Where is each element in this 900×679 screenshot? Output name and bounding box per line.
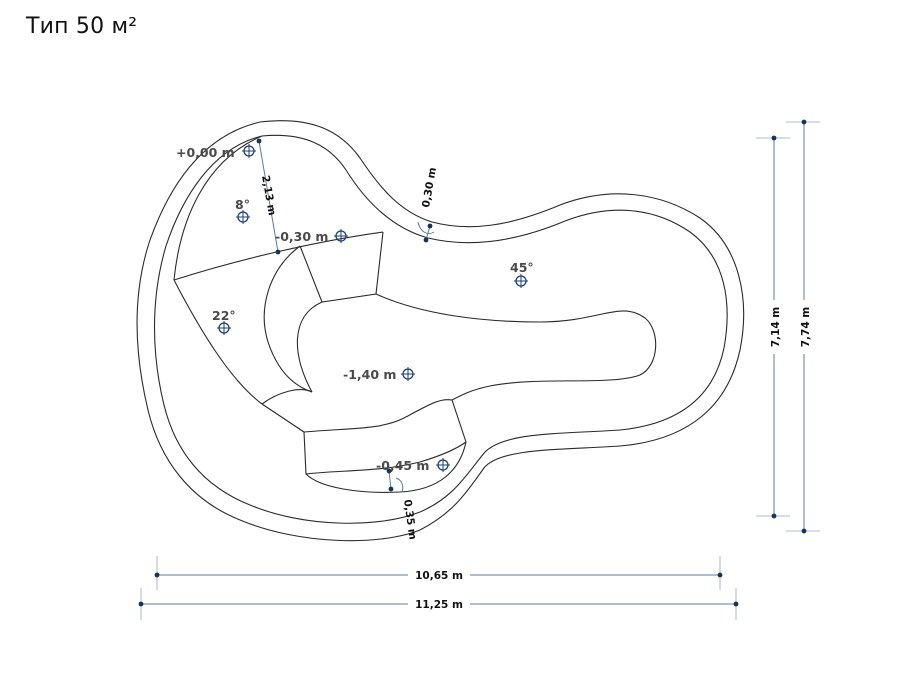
step-right-wall (299, 231, 384, 303)
level-label-step: -0,45 m (376, 458, 429, 473)
angle-label-45: 45° (510, 260, 534, 275)
outer-width-end-dot (801, 528, 807, 534)
bottom-step-top (261, 399, 467, 443)
wall-top-dot-1 (427, 223, 433, 229)
shelf-curve (173, 135, 263, 281)
deep-basin-outline (375, 293, 657, 401)
page-title: Тип 50 м² (26, 14, 138, 39)
level-marker-top (242, 144, 256, 158)
dim-label-shelf-width: 2,13 m (259, 174, 278, 216)
inner-length-end-dot (717, 572, 723, 578)
dim-label-wall-bottom: 0,35 m (401, 499, 419, 541)
shelf-edge-line (173, 231, 384, 281)
level-marker-step (436, 458, 450, 472)
angle-marker-22 (217, 321, 231, 335)
outer-length-end-dot (733, 601, 739, 607)
angle-label-8: 8° (235, 197, 250, 212)
dim-label-inner-width: 7,14 m (770, 307, 782, 348)
shelf-width-start-dot (256, 138, 262, 144)
angle-marker-8 (236, 210, 250, 224)
deep-basin-left (296, 301, 323, 393)
curved-step-left (263, 245, 313, 393)
wall-top-guide (425, 225, 431, 241)
wall-top-dot-2 (423, 237, 429, 243)
pool-outer-outline (136, 120, 745, 542)
outer-width-start-dot (801, 119, 807, 125)
level-label-top: +0,00 m (176, 145, 235, 160)
wall-bottom-guide (388, 470, 392, 490)
wall-bottom-arc (395, 477, 404, 493)
dim-label-wall-top: 0,30 m (420, 166, 439, 208)
outer-length-start-dot (138, 601, 144, 607)
dim-label-inner-length: 10,65 m (415, 570, 463, 582)
bottom-step-front (303, 431, 467, 475)
pool-inner-outline (154, 134, 728, 524)
level-marker-deep (401, 367, 415, 381)
angle-marker-45 (514, 274, 528, 288)
shelf-width-guide (258, 140, 279, 253)
wall-top-arc (417, 221, 435, 235)
slope-lower-edge (173, 279, 263, 405)
wall-bottom-dot-1 (386, 468, 392, 474)
inner-width-end-dot (771, 513, 777, 519)
wall-bottom-dot-2 (388, 486, 394, 492)
inner-width-start-dot (771, 135, 777, 141)
slope-curve-inner (261, 389, 313, 405)
bottom-step-lower (305, 441, 467, 493)
dim-label-outer-length: 11,25 m (415, 599, 463, 611)
level-marker-shelf (334, 229, 348, 243)
level-label-deep: -1,40 m (343, 367, 396, 382)
shelf-width-end-dot (275, 249, 281, 255)
inner-length-start-dot (154, 572, 160, 578)
dim-label-outer-width: 7,74 m (800, 307, 812, 348)
level-label-shelf: -0,30 m (275, 229, 328, 244)
angle-label-22: 22° (212, 308, 236, 323)
